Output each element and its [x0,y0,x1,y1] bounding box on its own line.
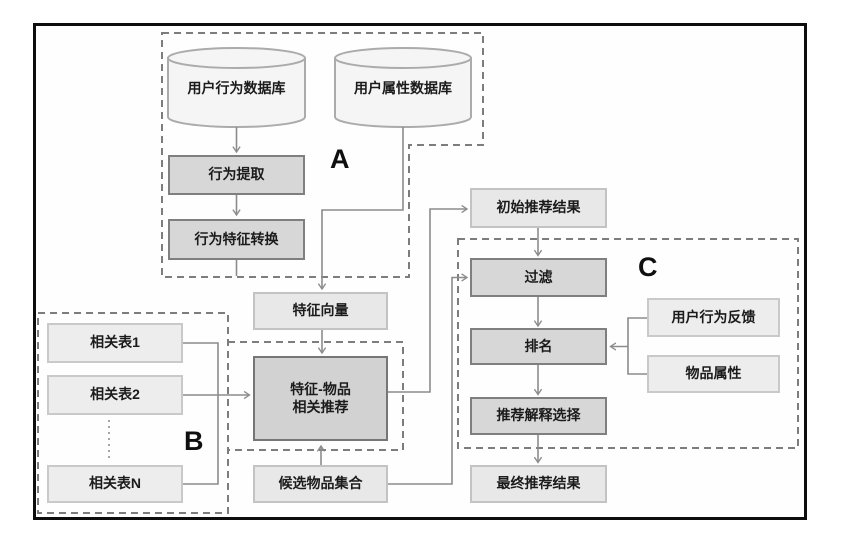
database-cylinder-user-attribute [334,47,472,128]
section-label-c: C [638,252,658,282]
database-label-user-behavior: 用户行为数据库 [187,80,286,96]
node-label: 初始推荐结果 [496,199,581,216]
dashed-region-a [161,32,484,278]
node-label-line1: 特征-物品 [290,381,351,397]
section-label-a: A [330,144,350,174]
node-label: 相关表N [88,475,142,492]
node-label: 相关表2 [90,386,140,403]
node-explanation-selection: 推荐解释选择 [470,397,607,435]
node-item-attributes: 物品属性 [647,355,780,393]
node-label: 用户行为反馈 [671,308,756,325]
node-related-table-2: 相关表2 [47,375,183,415]
dashed-region-feature-item [228,341,404,451]
dashed-region-b [37,312,229,514]
node-candidate-items: 候选物品集合 [253,465,388,503]
edge-feedback-attributes-bus [627,317,647,375]
node-label: 排名 [524,337,553,354]
database-label-user-attribute: 用户属性数据库 [354,80,452,96]
node-feature-item-recommendation: 特征-物品 相关推荐 [253,356,388,441]
node-behavior-feature-conversion: 行为特征转换 [168,219,305,260]
node-label: 行为提取 [208,166,265,183]
node-label: 相关表1 [90,334,140,351]
node-label: 候选物品集合 [278,475,363,492]
node-label: 行为特征转换 [194,230,279,247]
node-related-table-1: 相关表1 [47,323,183,363]
edge-attributedb-to-featurevector [317,127,404,291]
node-initial-results: 初始推荐结果 [470,188,607,228]
node-label-line2: 相关推荐 [292,398,349,415]
node-label: 过滤 [524,268,553,285]
cylinder-top [167,47,306,69]
node-label: 推荐解释选择 [496,407,581,424]
node-ranking: 排名 [470,328,607,365]
database-cylinder-user-behavior [167,47,306,128]
node-feature-vector: 特征向量 [253,292,388,330]
node-label: 特征向量 [292,302,349,319]
cylinder-top [334,47,472,69]
node-filter: 过滤 [470,258,607,297]
node-label: 物品属性 [685,365,742,382]
node-behavior-extraction: 行为提取 [168,155,305,195]
edge-relatedtables-bus [183,342,219,485]
node-label: 最终推荐结果 [496,475,581,492]
edge-candidates-to-filter [388,273,469,485]
node-final-results: 最终推荐结果 [470,465,607,503]
section-label-b: B [184,426,204,456]
edge-featureitem-to-initialresults [388,204,469,393]
node-related-table-n: 相关表N [47,465,183,503]
node-user-behavior-feedback: 用户行为反馈 [647,298,780,337]
dashed-region-c [457,238,799,449]
